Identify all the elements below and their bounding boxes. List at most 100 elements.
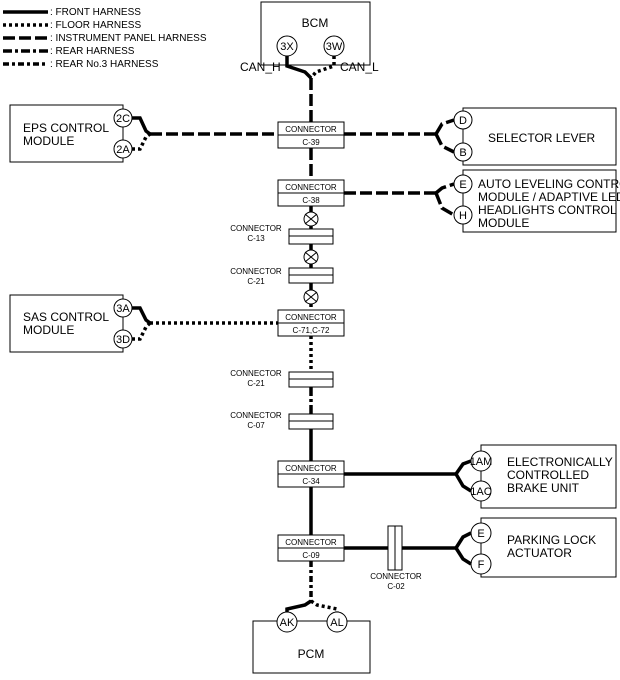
parking-wire-bottom [454, 547, 472, 566]
eps-pin-2a-label: 2A [116, 144, 130, 156]
legend-rear3-label: : REAR No.3 HARNESS [50, 59, 159, 70]
connector-c71-code: C-71,C-72 [293, 326, 330, 335]
parking-pin-e-label: E [477, 528, 484, 540]
auto-leveling-pin-e-label: E [459, 179, 466, 191]
pcm-pin-ak-label: AK [280, 617, 295, 629]
auto-leveling-label-1: AUTO LEVELING CONTROL [478, 177, 620, 191]
legend-ip-label: : INSTRUMENT PANEL HARNESS [50, 33, 207, 44]
pcm-label: PCM [298, 647, 325, 661]
auto-leveling-pin-h [453, 205, 473, 225]
eps-label-1: EPS CONTROL [23, 121, 109, 135]
brake-wire-bottom [454, 473, 472, 493]
brake-unit-box [480, 444, 617, 509]
brake-unit-module: ELECTRONICALLY CONTROLLED BRAKE UNIT 1AM… [470, 444, 617, 509]
connector-c02-label: CONNECTOR [370, 572, 422, 581]
bcm-canl-wire [309, 56, 336, 80]
parking-lock-box [480, 517, 617, 578]
selector-box [462, 107, 617, 166]
legend-rear-label: : REAR HARNESS [50, 46, 135, 57]
selector-pin-b-label: B [459, 147, 466, 159]
selector-wire-top [434, 118, 455, 135]
sas-pin-3a-label: 3A [116, 303, 130, 315]
brake-pin-1ac-label: 1AC [470, 486, 491, 498]
bcm-pin-3x-label: 3X [280, 41, 294, 53]
connector-c09-label: CONNECTOR [285, 538, 337, 547]
pcm-box [252, 620, 371, 674]
connector-c09-code: C-09 [302, 551, 320, 560]
brake-label-2: CONTROLLED [507, 468, 589, 482]
connector-c07: CONNECTOR C-07 [230, 411, 334, 430]
sas-module: SAS CONTROL MODULE 3A 3D [9, 294, 133, 353]
sas-pin-3d-label: 3D [116, 334, 130, 346]
parking-pin-f-label: F [478, 559, 485, 571]
connector-c21-lower-code: C-21 [247, 379, 265, 388]
bcm-pin-3w-label: 3W [326, 41, 343, 53]
bcm-label: BCM [302, 16, 329, 30]
parking-lock-module: PARKING LOCK ACTUATOR E F [470, 517, 617, 578]
sas-wire-floor [132, 321, 152, 341]
auto-leveling-pin-h-label: H [459, 210, 467, 222]
connector-c39: CONNECTOR C-39 [277, 121, 345, 149]
auto-leveling-module: AUTO LEVELING CONTROL MODULE / ADAPTIVE … [453, 169, 620, 233]
connector-c38-label: CONNECTOR [285, 183, 337, 192]
connector-c71-c72: CONNECTOR C-71,C-72 [277, 309, 345, 337]
connector-c13: CONNECTOR C-13 [230, 224, 334, 245]
connector-c02-code: C-02 [387, 582, 405, 591]
auto-leveling-label-2: MODULE / ADAPTIVE LED [478, 190, 620, 204]
auto-leveling-label-3: HEADLIGHTS CONTROL [478, 203, 617, 217]
connector-c21-upper-code: C-21 [247, 277, 265, 286]
connector-c02: CONNECTOR C-02 [370, 525, 422, 591]
auto-leveling-wire-top [434, 182, 455, 195]
connector-c34: CONNECTOR C-34 [277, 460, 345, 488]
auto-leveling-label-4: MODULE [478, 216, 529, 230]
brake-wire-top [454, 459, 472, 476]
eps-box [9, 104, 124, 163]
sas-label-1: SAS CONTROL [23, 310, 109, 324]
eps-wire-floor [132, 132, 152, 151]
legend-front-label: : FRONT HARNESS [50, 7, 141, 18]
brake-label-3: BRAKE UNIT [507, 481, 580, 495]
connector-c13-label: CONNECTOR [230, 224, 282, 233]
connector-c38-code: C-38 [302, 196, 320, 205]
auto-leveling-box [462, 169, 617, 233]
eps-pin-2c-label: 2C [116, 113, 130, 125]
pcm-wire-floor [310, 599, 339, 612]
connector-c71-label: CONNECTOR [285, 313, 337, 322]
bcm-box [260, 1, 371, 66]
legend: : FRONT HARNESS : FLOOR HARNESS : INSTRU… [3, 7, 207, 70]
eps-wire-front [132, 116, 152, 136]
parking-label-2: ACTUATOR [507, 546, 572, 560]
connector-c07-label: CONNECTOR [230, 411, 282, 420]
parking-label-1: PARKING LOCK [507, 533, 596, 547]
pcm-pin-al [326, 611, 348, 633]
connector-c21-upper-label: CONNECTOR [230, 267, 282, 276]
connector-c09: CONNECTOR C-09 [277, 534, 345, 562]
pcm-module: PCM AK AL [252, 611, 371, 674]
sas-box [9, 294, 124, 353]
sas-wire-front [132, 306, 152, 325]
twisted-pair-icon [303, 211, 319, 227]
pcm-pin-al-label: AL [330, 617, 343, 629]
selector-wire-bottom [434, 133, 455, 154]
bcm-canh-wire [285, 56, 313, 80]
connector-c21-lower-label: CONNECTOR [230, 369, 282, 378]
connector-c38: CONNECTOR C-38 [277, 179, 345, 207]
eps-label-2: MODULE [23, 134, 74, 148]
eps-module: EPS CONTROL MODULE 2C 2A [9, 104, 133, 163]
connector-c39-code: C-39 [302, 138, 320, 147]
sas-label-2: MODULE [23, 323, 74, 337]
can-h-label: CAN_H [240, 60, 281, 74]
brake-pin-1am-label: 1AM [470, 456, 493, 468]
legend-floor-label: : FLOOR HARNESS [50, 20, 141, 31]
bcm-module: BCM 3X 3W CAN_H CAN_L [240, 1, 379, 74]
brake-label-1: ELECTRONICALLY [507, 455, 613, 469]
twisted-pair-icon [303, 289, 319, 305]
pcm-wire-front [285, 599, 312, 612]
selector-lever-module: SELECTOR LEVER D B [453, 107, 617, 166]
connector-c34-label: CONNECTOR [285, 464, 337, 473]
can-l-label: CAN_L [340, 60, 379, 74]
selector-label: SELECTOR LEVER [488, 131, 595, 145]
connector-c39-label: CONNECTOR [285, 125, 337, 134]
auto-leveling-wire-bottom [434, 192, 455, 217]
